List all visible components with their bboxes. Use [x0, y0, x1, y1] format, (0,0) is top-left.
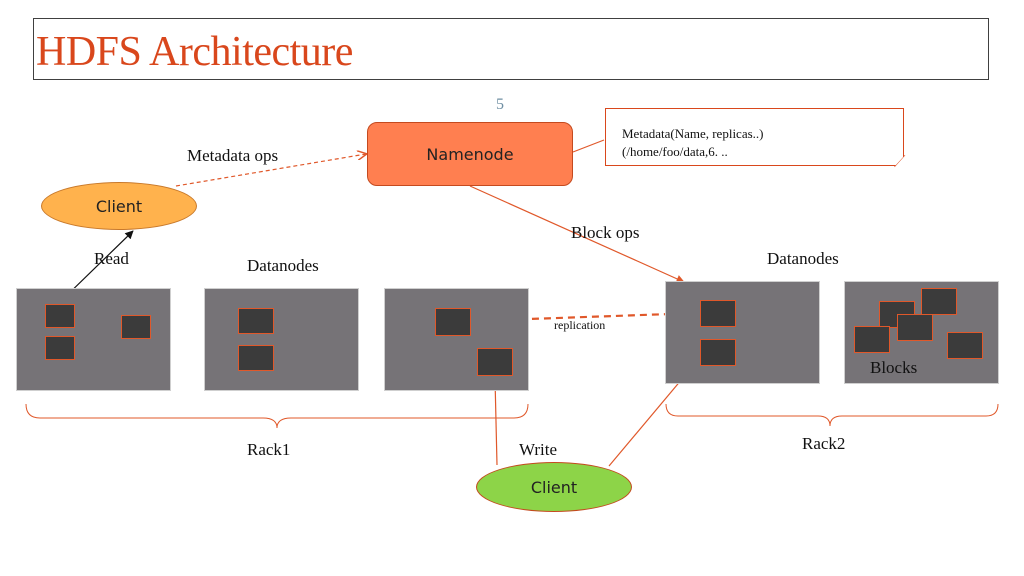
rack1-brace: [25, 403, 529, 429]
client-write-label: Client: [530, 477, 578, 497]
client-read: Client: [41, 182, 197, 230]
title-box: HDFS Architecture: [33, 18, 989, 80]
replication-label: replication: [554, 318, 606, 332]
data-block: [700, 339, 736, 366]
datanode-rack1-1: [16, 288, 171, 391]
write-label: Write: [519, 440, 558, 459]
data-block: [897, 314, 933, 341]
blocks-label: Blocks: [870, 358, 918, 377]
data-block: [921, 288, 957, 315]
metadata-note: [605, 108, 904, 166]
namenode: Namenode: [367, 122, 573, 186]
write-arrow-rack1: [490, 377, 500, 466]
namenode-label: Namenode: [426, 144, 514, 164]
metadata-note-line1: Metadata(Name, replicas..): [622, 126, 764, 141]
data-block: [947, 332, 983, 359]
rack2-label: Rack2: [802, 434, 846, 453]
datanodes-right-label: Datanodes: [767, 249, 839, 268]
data-block: [477, 348, 513, 376]
data-block: [121, 315, 151, 339]
datanode-rack1-2: [204, 288, 359, 391]
data-block: [700, 300, 736, 327]
rack1-label: Rack1: [247, 440, 291, 459]
data-block: [45, 336, 75, 360]
client-write: Client: [476, 462, 632, 512]
metadata-ops-label: Metadata ops: [187, 146, 279, 165]
datanode-rack1-3: [384, 288, 529, 391]
datanode-rack2-1: [665, 281, 820, 384]
data-block: [45, 304, 75, 328]
datanode-rack2-2: Blocks: [844, 281, 999, 384]
rack2-brace: [665, 403, 999, 427]
block-ops-label: Block ops: [571, 223, 640, 242]
data-block: [854, 326, 890, 353]
data-block: [238, 308, 274, 334]
client-read-label: Client: [95, 196, 143, 216]
read-label: Read: [94, 249, 129, 268]
datanodes-left-label: Datanodes: [247, 256, 319, 275]
data-block: [238, 345, 274, 371]
metadata-note-line2: (/home/foo/data,6. ..: [622, 144, 728, 159]
namenode-note-arrow: [572, 139, 605, 153]
block-ops-arrow: [469, 185, 685, 283]
data-block: [435, 308, 471, 336]
slide-number: 5: [496, 96, 504, 113]
slide-title: HDFS Architecture: [36, 29, 353, 75]
